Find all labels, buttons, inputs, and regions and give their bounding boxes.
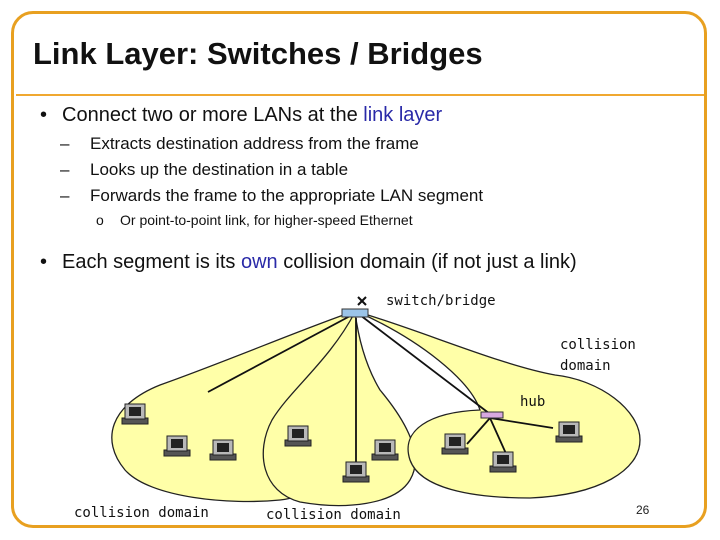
computer-icon: [489, 451, 517, 473]
collision-domain-right: [357, 311, 641, 499]
computer-icon: [371, 439, 399, 461]
computer-icon: [555, 421, 583, 443]
bullet-dot: •: [40, 251, 48, 273]
computer-icon: [163, 435, 191, 457]
title-divider: [16, 94, 704, 96]
switch-bridge-icon: [341, 308, 369, 318]
bullet-2: •Each segment is its own collision domai…: [40, 251, 577, 273]
collision-domain-label-middle: collision domain: [266, 507, 401, 523]
collision-domain-label-left: collision domain: [74, 505, 209, 521]
highlight-link-layer: link layer: [363, 104, 443, 126]
page-number: 26: [636, 503, 650, 517]
sub-bullet-1: –Extracts destination address from the f…: [60, 134, 419, 153]
highlight-own: own: [240, 251, 278, 273]
sub-bullet-3: –Forwards the frame to the appropriate L…: [60, 186, 484, 205]
hub-icon: [480, 411, 504, 419]
computer-icon: [209, 439, 237, 461]
switch-antenna-icon: [357, 296, 367, 306]
hub-label: hub: [520, 394, 546, 410]
sub-bullet-2: –Looks up the destination in a table: [60, 160, 349, 179]
computer-icon: [284, 425, 312, 447]
computer-icon: [441, 433, 469, 455]
switch-bridge-label: switch/bridge: [386, 293, 496, 309]
bullet-1: •Connect two or more LANs at the link la…: [40, 104, 443, 126]
collision-domain-label-right: collision domain: [560, 337, 636, 374]
slide-title: Link Layer: Switches / Bridges: [33, 36, 483, 71]
computer-icon: [121, 403, 149, 425]
bullet-dot: •: [40, 104, 48, 126]
computer-icon: [342, 461, 370, 483]
switch-links: [207, 314, 554, 468]
